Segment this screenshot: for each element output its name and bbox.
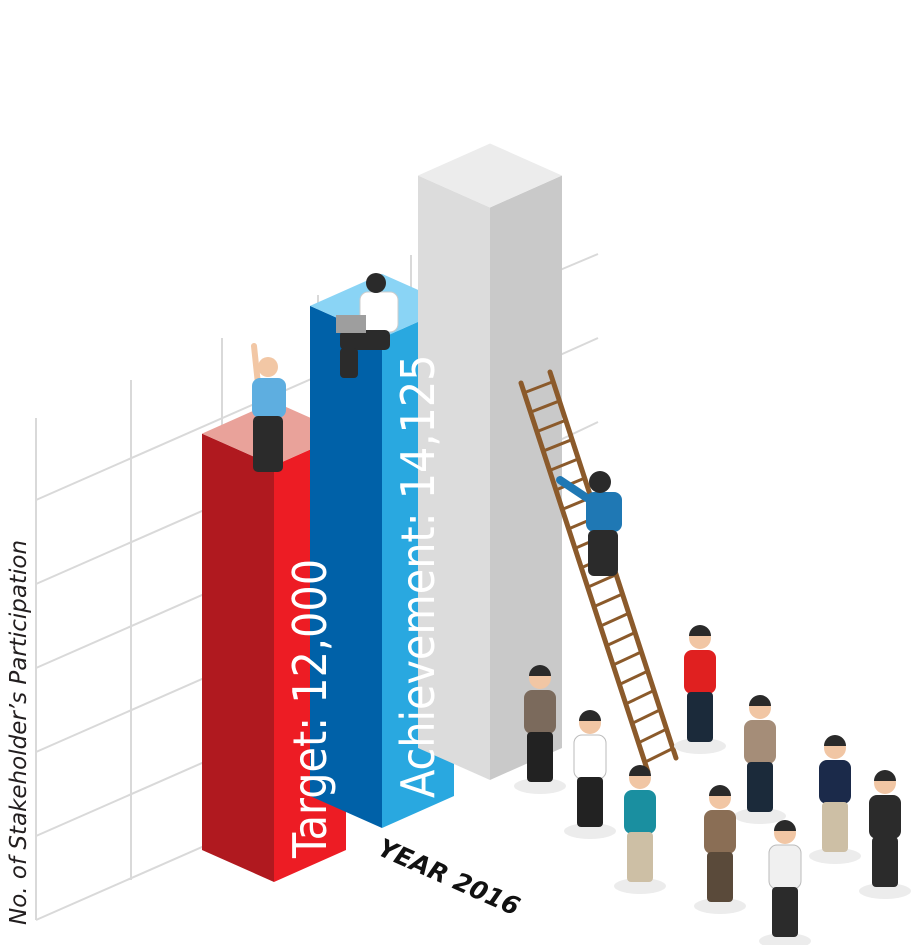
person-icon xyxy=(514,665,566,794)
person-icon xyxy=(614,765,666,894)
person-icon xyxy=(694,785,746,914)
bar-future-right-face xyxy=(490,175,562,780)
grid-line xyxy=(559,253,599,271)
laptop-person-icon xyxy=(336,273,399,378)
bar-future xyxy=(418,143,562,780)
crowd-icon xyxy=(514,625,911,945)
grid-line xyxy=(559,421,599,441)
person-icon xyxy=(859,770,911,899)
x-axis-label: YEAR 2016 xyxy=(374,833,525,921)
person-icon xyxy=(809,735,861,864)
bar-target-left-face xyxy=(202,433,274,882)
person-icon xyxy=(759,820,811,945)
person-icon xyxy=(734,695,786,824)
bar-achievement-left-face xyxy=(310,305,382,828)
bar-label-achievement: Achievement: 14,125 xyxy=(391,355,445,799)
grid-line xyxy=(559,337,599,356)
person-icon xyxy=(674,625,726,754)
y-axis-label: No. of Stakeholder’s Participation xyxy=(6,540,32,925)
person-icon xyxy=(564,710,616,839)
climbing-person-icon xyxy=(556,471,622,576)
bars xyxy=(202,143,562,882)
bar-future-top-face xyxy=(418,143,562,208)
bar-future-left-face xyxy=(418,175,490,780)
waving-person-icon xyxy=(251,343,286,472)
bar-label-target: Target: 12,000 xyxy=(283,559,337,859)
